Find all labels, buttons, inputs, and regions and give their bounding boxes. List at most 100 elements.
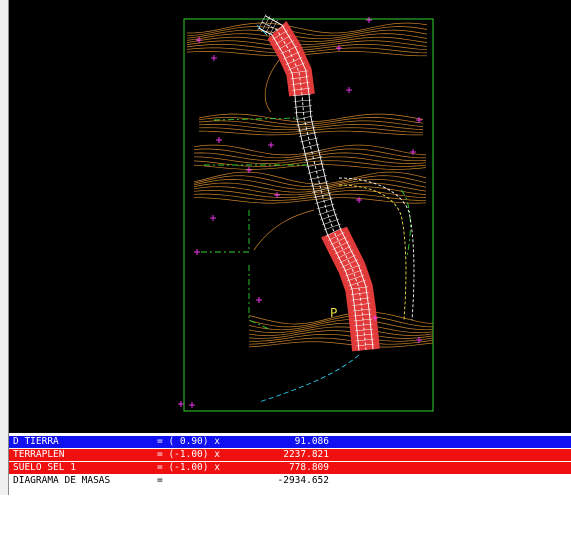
cross-section-tick <box>285 57 303 65</box>
cross-section-tick <box>293 105 313 108</box>
boundary-line <box>201 210 250 253</box>
summary-row[interactable]: D TIERRA = ( 0.90) x 91.086 <box>9 436 571 448</box>
cross-section-tick <box>292 93 312 97</box>
volume-value: 91.086 <box>294 436 329 447</box>
factor-expression: = ( 0.90) x <box>157 436 220 447</box>
cross-section-tick <box>323 223 341 231</box>
cross-section-tick <box>315 198 333 204</box>
road-centerline <box>261 21 367 351</box>
cross-section-tick <box>294 111 313 114</box>
cross-section-tick <box>356 343 375 347</box>
cross-section-tick <box>321 218 340 226</box>
cross-section-tick <box>310 181 329 187</box>
contour-line <box>248 326 434 336</box>
boundary-line <box>248 265 272 331</box>
road-corridor <box>257 13 415 351</box>
cross-section-tick <box>278 40 294 50</box>
cross-section-tick <box>320 213 338 221</box>
contour-line <box>198 113 424 123</box>
volume-summary-panel: D TIERRA = ( 0.90) x 91.086 TERRAPLEN = … <box>9 436 571 495</box>
cross-section-tick <box>351 297 370 301</box>
sheet-label: P <box>330 306 337 320</box>
contour-line <box>253 209 315 251</box>
cross-section-tick <box>257 13 267 31</box>
material-name: DIAGRAMA DE MASAS <box>13 475 111 486</box>
contour-line <box>198 117 424 125</box>
summary-row[interactable]: TERRAPLEN = (-1.00) x 2237.821 <box>9 449 571 461</box>
cross-section-tick <box>355 338 375 342</box>
cross-section-tick <box>337 250 354 259</box>
cross-section-tick <box>309 175 327 180</box>
contour-line <box>248 319 434 331</box>
volume-value: 2237.821 <box>283 449 329 460</box>
cross-section-tick <box>350 286 368 290</box>
contour-line <box>198 120 424 128</box>
cross-section-tick <box>352 308 372 312</box>
branch-road <box>338 184 407 321</box>
cross-section-tick <box>341 259 358 268</box>
contour-line <box>198 123 424 131</box>
cross-section-tick <box>325 227 343 237</box>
contour-line <box>186 33 428 42</box>
cross-section-tick <box>307 168 326 174</box>
cross-section-tick <box>312 187 330 193</box>
contour-line <box>248 341 434 348</box>
survey-points <box>178 17 422 408</box>
contour-line <box>193 175 427 188</box>
contour-line <box>248 337 434 345</box>
contour-line <box>193 164 427 170</box>
cross-section-tick <box>318 208 336 216</box>
contour-line <box>248 315 434 328</box>
cross-section-tick <box>261 15 271 33</box>
contour-line <box>193 193 427 201</box>
boundary-lines <box>201 117 411 331</box>
material-name: TERRAPLEN <box>13 449 65 460</box>
volume-value: -2934.652 <box>277 475 329 486</box>
cross-section-tick <box>345 269 363 277</box>
contour-line <box>186 47 428 54</box>
summary-row[interactable]: SUELO SEL 1 = (-1.00) x 778.809 <box>9 462 571 474</box>
cross-section-tick <box>268 19 278 37</box>
contour-line <box>248 333 434 342</box>
contour-line <box>193 144 427 156</box>
cross-section-tick <box>288 62 305 71</box>
road-plan-drawing: P <box>178 13 434 412</box>
contour-line <box>186 29 428 40</box>
volume-value: 778.809 <box>288 462 329 473</box>
summary-row[interactable]: DIAGRAMA DE MASAS = -2934.652 <box>9 475 571 487</box>
material-name: SUELO SEL 1 <box>13 462 76 473</box>
contour-line <box>248 322 434 333</box>
cross-section-tick <box>269 25 285 35</box>
cross-section-tick <box>272 30 288 40</box>
contour-line <box>193 152 427 162</box>
cross-section-tick <box>293 99 312 102</box>
contour-line <box>193 182 427 193</box>
cross-section-tick <box>352 303 371 306</box>
cross-section-tick <box>353 318 373 322</box>
cross-section-tick <box>328 232 345 241</box>
contour-line <box>194 197 427 204</box>
branch-road <box>338 177 415 321</box>
cross-section-tick <box>355 333 374 337</box>
cross-section-tick <box>283 51 300 60</box>
contour-line <box>193 189 427 198</box>
drawing-canvas[interactable]: P <box>9 0 571 433</box>
cross-section-tick <box>330 236 347 246</box>
cross-section-tick <box>292 87 311 91</box>
contour-line <box>248 311 434 325</box>
contour-line <box>193 171 427 185</box>
contour-line <box>193 160 427 167</box>
cross-section-tick <box>303 150 321 155</box>
factor-expression: = (-1.00) x <box>157 462 220 473</box>
cross-section-tick <box>280 46 298 54</box>
cross-section-tick <box>316 203 335 210</box>
cross-section-tick <box>265 17 274 35</box>
cross-section-tick <box>300 137 318 143</box>
contour-line <box>186 36 428 45</box>
cross-section-tick <box>298 132 317 137</box>
cross-section-tick <box>313 192 332 199</box>
contour-line <box>186 26 428 37</box>
cross-section-tick <box>296 121 315 126</box>
cross-section-tick <box>353 313 372 317</box>
contour-line <box>186 51 427 57</box>
